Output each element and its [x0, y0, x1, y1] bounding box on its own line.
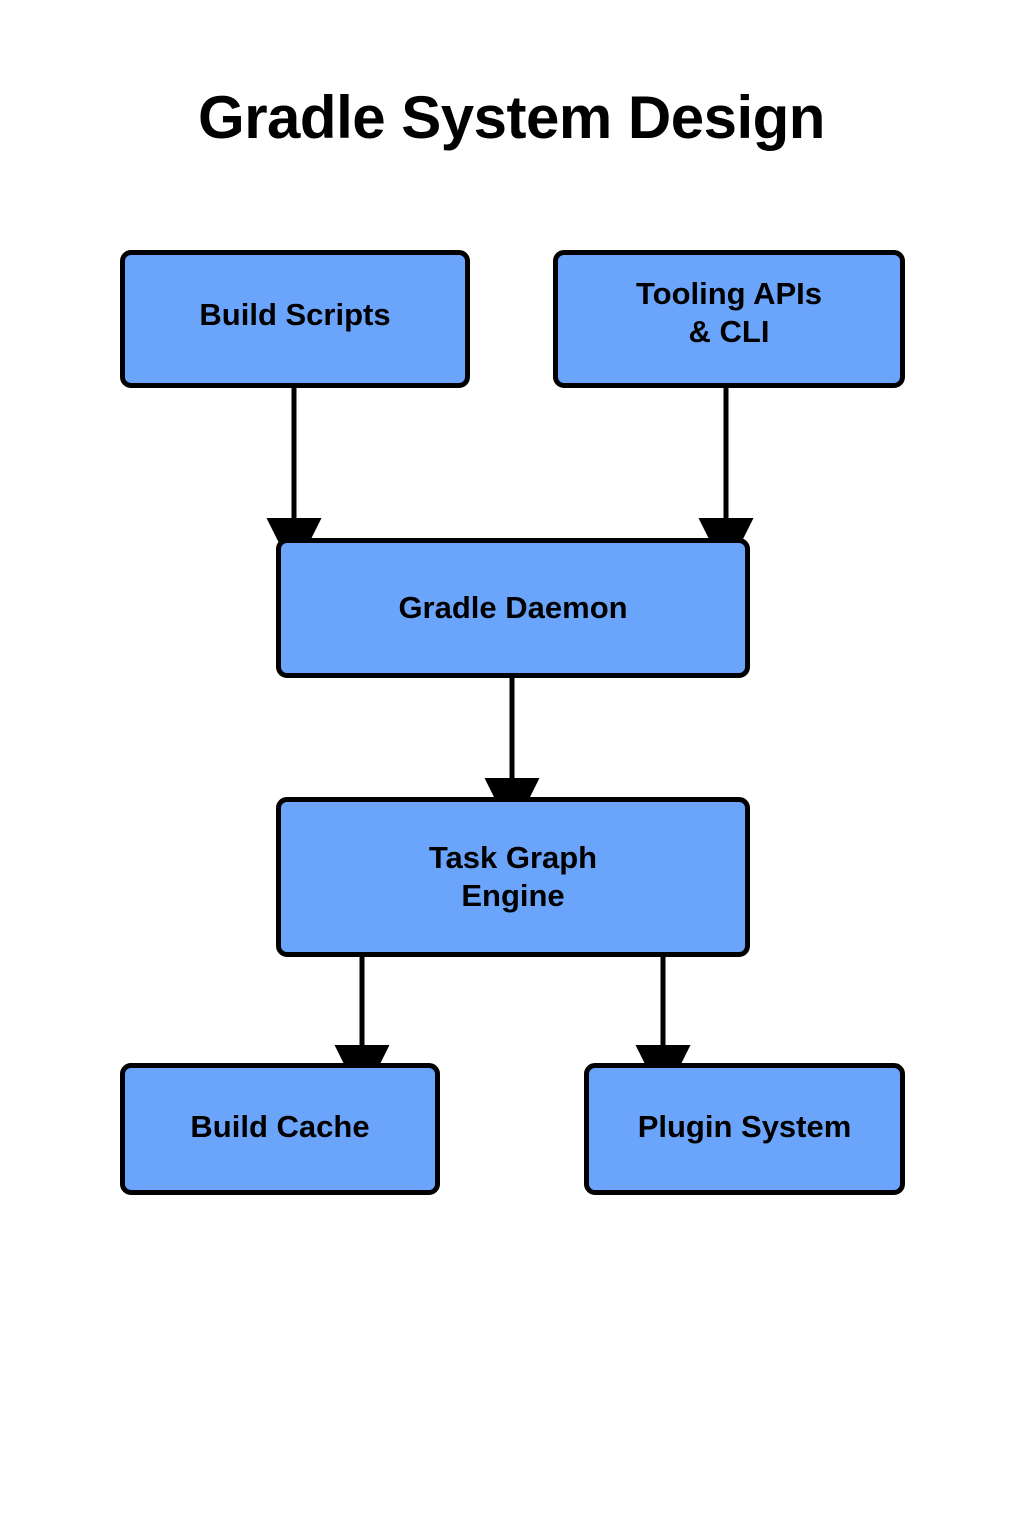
node-build-cache[interactable]: Build Cache [120, 1063, 440, 1195]
node-gradle-daemon[interactable]: Gradle Daemon [276, 538, 750, 678]
node-task-graph-engine[interactable]: Task Graph Engine [276, 797, 750, 957]
node-gradle-daemon-label: Gradle Daemon [398, 590, 628, 625]
node-plugin-system[interactable]: Plugin System [584, 1063, 905, 1195]
node-tooling-apis[interactable]: Tooling APIs & CLI [553, 250, 905, 388]
node-build-scripts[interactable]: Build Scripts [120, 250, 470, 388]
node-tooling-apis-label: Tooling APIs & CLI [636, 276, 822, 349]
node-build-scripts-label: Build Scripts [199, 297, 391, 332]
node-plugin-system-label: Plugin System [637, 1109, 852, 1144]
node-task-graph-engine-label: Task Graph Engine [428, 840, 598, 913]
node-build-cache-label: Build Cache [190, 1109, 370, 1144]
page-title: Gradle System Design [198, 84, 825, 151]
